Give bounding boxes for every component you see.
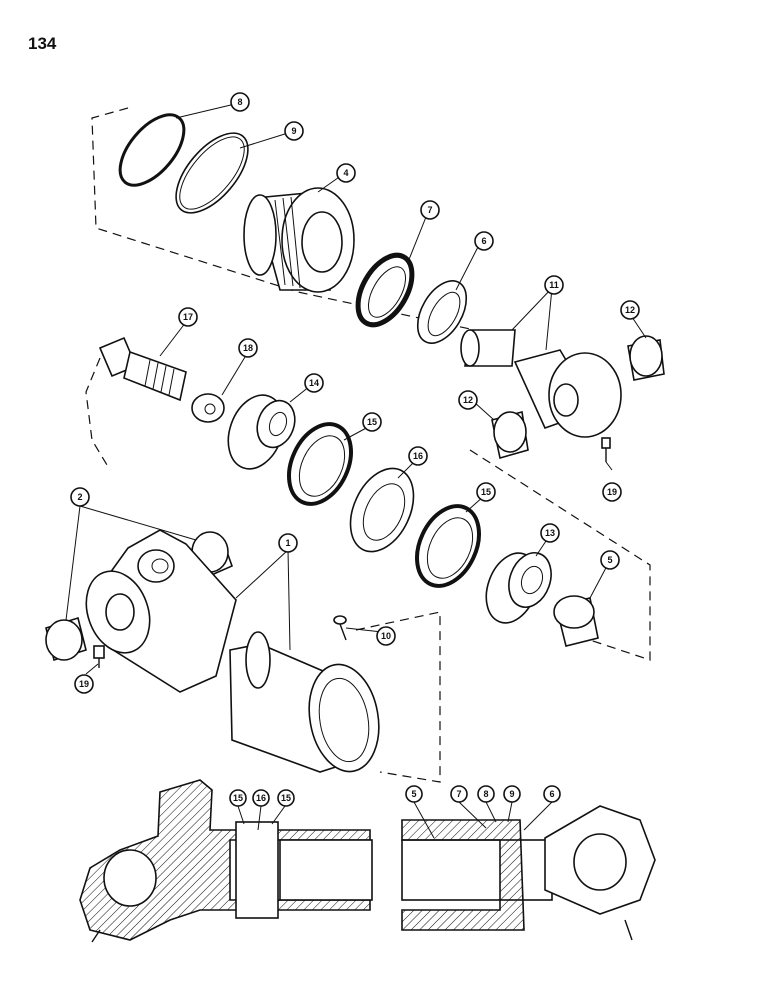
callout-15-upper: 15 — [362, 412, 382, 432]
section-piston — [235, 821, 279, 919]
section-pin-bore — [103, 849, 157, 907]
callout-5: 5 — [600, 550, 620, 570]
section-callout-7: 7 — [450, 785, 468, 803]
callout-label: 17 — [183, 312, 193, 322]
o-ring-8 — [118, 113, 186, 187]
grease-fitting-19-right — [601, 437, 611, 462]
callout-label: 6 — [549, 789, 554, 799]
callout-label: 9 — [291, 126, 296, 136]
callout-label: 7 — [456, 789, 461, 799]
callout-label: 5 — [607, 555, 612, 565]
callout-16: 16 — [408, 446, 428, 466]
rod-eye-11 — [460, 329, 622, 438]
callout-label: 10 — [381, 631, 391, 641]
callout-label: 8 — [483, 789, 488, 799]
callout-4: 4 — [336, 163, 356, 183]
callout-label: 12 — [625, 305, 635, 315]
callout-12-right: 12 — [620, 300, 640, 320]
assembly-guide-line-middle — [85, 357, 651, 661]
callout-label: 16 — [413, 451, 423, 461]
callout-label: 11 — [549, 280, 559, 290]
callout-19-right: 19 — [602, 482, 622, 502]
assembly-guide-line-bottom — [355, 611, 441, 783]
callout-label: 19 — [607, 487, 617, 497]
callout-15-lower: 15 — [476, 482, 496, 502]
callout-18: 18 — [238, 338, 258, 358]
callout-13: 13 — [540, 523, 560, 543]
section-callout-16: 16 — [252, 789, 270, 807]
wear-ring-16 — [349, 467, 415, 553]
callout-label: 6 — [481, 236, 486, 246]
piston-seal-15-upper — [287, 422, 353, 506]
section-right-barrel — [401, 819, 525, 931]
section-callout-15-left: 15 — [229, 789, 247, 807]
callout-label: 4 — [343, 168, 348, 178]
section-view — [79, 779, 656, 943]
bushing-12-left — [491, 410, 529, 460]
callout-label: 15 — [281, 793, 291, 803]
section-callout-8: 8 — [477, 785, 495, 803]
section-rod-eye-bore — [573, 833, 627, 891]
callout-17: 17 — [178, 307, 198, 327]
callout-7: 7 — [420, 200, 440, 220]
section-callout-9: 9 — [503, 785, 521, 803]
leader-lines — [65, 103, 647, 839]
callout-label: 5 — [411, 789, 416, 799]
section-piston-rod-left — [279, 839, 373, 901]
callout-label: 15 — [367, 417, 377, 427]
callout-label: 8 — [237, 97, 242, 107]
section-piston-rod-right — [401, 839, 553, 901]
bushing-5 — [553, 595, 599, 647]
callout-14: 14 — [304, 373, 324, 393]
callout-label: 2 — [77, 492, 82, 502]
bolt-17 — [98, 336, 187, 402]
callout-2: 2 — [70, 487, 90, 507]
backup-ring-9 — [175, 132, 249, 214]
callout-label: 16 — [256, 793, 266, 803]
callout-6: 6 — [474, 231, 494, 251]
washer-18 — [191, 393, 225, 423]
bushing-12-right — [627, 335, 665, 381]
section-callout-5: 5 — [405, 785, 423, 803]
callout-9: 9 — [284, 121, 304, 141]
screw-10 — [333, 615, 347, 641]
section-callout-6: 6 — [543, 785, 561, 803]
callout-label: 14 — [309, 378, 319, 388]
section-callout-15-right: 15 — [277, 789, 295, 807]
callout-label: 15 — [233, 793, 243, 803]
callout-label: 9 — [509, 789, 514, 799]
callout-1: 1 — [278, 533, 298, 553]
callout-11: 11 — [544, 275, 564, 295]
callout-label: 7 — [427, 205, 432, 215]
cylinder-barrel-1 — [85, 529, 380, 773]
callout-19-left: 19 — [74, 674, 94, 694]
callout-label: 18 — [243, 343, 253, 353]
callout-label: 1 — [285, 538, 290, 548]
rod-seal-6 — [416, 280, 468, 344]
callout-10: 10 — [376, 626, 396, 646]
grease-fitting-19-left — [93, 645, 105, 668]
bushing-2-lower — [45, 616, 87, 662]
callout-label: 19 — [79, 679, 89, 689]
piston-13 — [485, 552, 552, 624]
callout-label: 13 — [545, 528, 555, 538]
piston-14 — [227, 394, 296, 470]
wiper-seal-7 — [355, 252, 415, 328]
callout-8: 8 — [230, 92, 250, 112]
cylinder-head-4 — [243, 187, 355, 293]
callout-label: 12 — [463, 395, 473, 405]
callout-12-left: 12 — [458, 390, 478, 410]
piston-seal-15-lower — [415, 504, 481, 588]
page-number: 134 — [28, 34, 57, 53]
callout-label: 15 — [481, 487, 491, 497]
